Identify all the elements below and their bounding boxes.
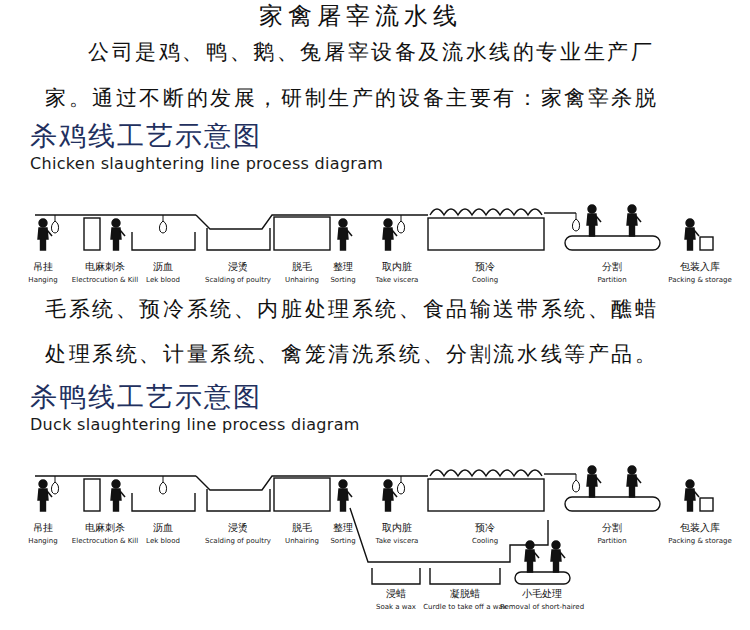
station-name-en: Curdle to take off a wax — [423, 603, 507, 611]
station-name: 预冷 — [475, 522, 495, 534]
station-name-en: Removal of short-haired — [500, 603, 584, 611]
station-name-en: Soak a wax — [376, 603, 416, 611]
station-name: 整理 — [333, 522, 353, 534]
station-name: 浸烫 — [228, 261, 248, 273]
station-name: 沥血 — [153, 261, 173, 273]
station-name-en: Cooling — [472, 537, 498, 545]
station-name-en: Hanging — [28, 276, 57, 284]
station-name-en: Lek blood — [146, 276, 180, 284]
station-name-en: Electrocution & Kill — [72, 276, 138, 284]
section-title: 杀鸭线工艺示意图 — [30, 381, 262, 412]
station-name-en: Unhairing — [285, 537, 319, 545]
station-name: 脱毛 — [292, 261, 312, 273]
station-name-en: Lek blood — [146, 537, 180, 545]
para-line: 毛系统、预冷系统、内脏处理系统、食品输送带系统、醮蜡 — [45, 297, 659, 321]
station-name: 沥血 — [153, 522, 173, 534]
station-name: 包装入库 — [680, 522, 720, 534]
station-name-en: Sorting — [330, 537, 355, 545]
station-name-en: Unhairing — [285, 276, 319, 284]
section-subtitle: Duck slaughtering line process diagram — [30, 416, 360, 434]
page-title: 家禽屠宰流水线 — [259, 3, 462, 31]
section-subtitle: Chicken slaughtering line process diagra… — [30, 155, 383, 173]
station-name: 凝脱蜡 — [450, 588, 480, 600]
station-name: 小毛处理 — [522, 588, 562, 600]
station-name: 取内脏 — [382, 522, 412, 534]
station-name-en: Sorting — [330, 276, 355, 284]
station-name-en: Scalding of poultry — [205, 537, 271, 545]
station-name: 电麻刺杀 — [85, 261, 125, 273]
station-name-en: Scalding of poultry — [205, 276, 271, 284]
station-name: 整理 — [333, 261, 353, 273]
station-name-en: Cooling — [472, 276, 498, 284]
station-name: 吊挂 — [33, 522, 53, 534]
para-line: 处理系统、计量系统、禽笼清洗系统、分割流水线等产品。 — [45, 342, 659, 366]
station-name: 包装入库 — [680, 261, 720, 273]
para-line: 家。通过不断的发展，研制生产的设备主要有：家禽宰杀脱 — [45, 86, 659, 110]
station-name: 电麻刺杀 — [85, 522, 125, 534]
station-name-en: Hanging — [28, 537, 57, 545]
section-title: 杀鸡线工艺示意图 — [30, 120, 262, 151]
station-name: 浸烫 — [228, 522, 248, 534]
station-name: 浸蜡 — [386, 588, 406, 600]
station-name: 分割 — [602, 522, 622, 534]
station-name-en: Packing & storage — [668, 537, 731, 545]
para-line: 公司是鸡、鸭、鹅、兔屠宰设备及流水线的专业生产厂 — [88, 40, 654, 64]
station-name: 吊挂 — [33, 261, 53, 273]
station-name: 预冷 — [475, 261, 495, 273]
station-name: 脱毛 — [292, 522, 312, 534]
station-name: 分割 — [602, 261, 622, 273]
station-name-en: Take viscera — [376, 537, 419, 545]
station-name-en: Take viscera — [376, 276, 419, 284]
station-name-en: Packing & storage — [668, 276, 731, 284]
station-name-en: Partition — [597, 276, 626, 284]
station-name-en: Partition — [597, 537, 626, 545]
station-name: 取内脏 — [382, 261, 412, 273]
station-name-en: Electrocution & Kill — [72, 537, 138, 545]
